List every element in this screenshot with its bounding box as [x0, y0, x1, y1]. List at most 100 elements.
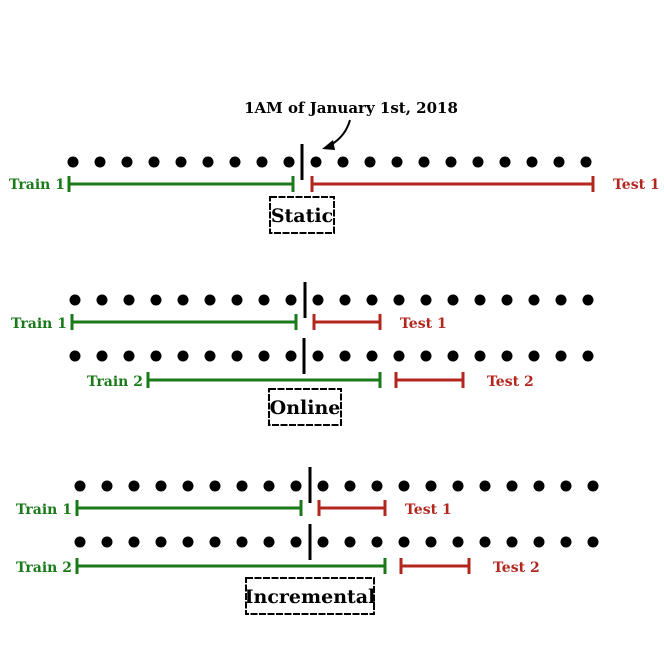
time-point	[418, 156, 430, 168]
panel-online: Train 1 Test 1 Train 2 Test 2 Onl	[11, 282, 594, 426]
time-point	[499, 156, 511, 168]
time-point	[501, 294, 513, 306]
time-point	[310, 156, 322, 168]
test-label: Test 2	[493, 560, 540, 576]
time-point	[501, 350, 513, 362]
time-point	[447, 294, 459, 306]
time-point	[263, 480, 275, 492]
time-point	[209, 536, 221, 548]
test-label: Test 1	[400, 316, 447, 332]
time-point	[123, 350, 135, 362]
train-label: Train 1	[11, 316, 67, 332]
time-point	[312, 294, 324, 306]
time-point	[474, 350, 486, 362]
time-point	[506, 480, 518, 492]
time-point	[182, 536, 194, 548]
time-point	[263, 536, 275, 548]
time-point	[175, 156, 187, 168]
time-point	[155, 480, 167, 492]
time-point	[101, 536, 113, 548]
time-point	[474, 294, 486, 306]
time-point	[317, 536, 329, 548]
time-point	[479, 536, 491, 548]
test-interval	[399, 558, 471, 574]
time-point	[526, 156, 538, 168]
time-point	[452, 480, 464, 492]
time-point	[582, 294, 594, 306]
time-point	[555, 294, 567, 306]
time-point	[204, 350, 216, 362]
dot-row	[74, 480, 599, 492]
train-label: Train 1	[16, 502, 72, 518]
time-point	[393, 294, 405, 306]
test-interval	[394, 372, 465, 388]
time-point	[128, 536, 140, 548]
time-point	[344, 536, 356, 548]
annotation-text: 1AM of January 1st, 2018	[244, 99, 458, 117]
time-point	[364, 156, 376, 168]
time-point	[74, 480, 86, 492]
time-point	[155, 536, 167, 548]
panel-title-box: Static	[269, 196, 335, 234]
time-point	[202, 156, 214, 168]
time-point	[580, 156, 592, 168]
time-point	[74, 536, 86, 548]
time-point	[182, 480, 194, 492]
time-point	[177, 350, 189, 362]
time-point	[337, 156, 349, 168]
time-point	[528, 350, 540, 362]
test-label: Test 2	[487, 374, 534, 390]
train-interval	[146, 372, 382, 388]
train-label: Train 1	[9, 177, 65, 193]
panel-incremental: Train 1 Test 1 Train 2 Test 2 Inc	[16, 467, 599, 615]
panel-title-box: Incremental	[245, 577, 376, 615]
train-interval	[75, 558, 387, 574]
time-point	[121, 156, 133, 168]
time-point	[398, 536, 410, 548]
time-point	[236, 536, 248, 548]
time-point	[128, 480, 140, 492]
test-label: Test 1	[405, 502, 452, 518]
time-point	[317, 480, 329, 492]
time-point	[506, 536, 518, 548]
time-point	[371, 536, 383, 548]
test-interval	[312, 314, 382, 330]
time-point	[69, 294, 81, 306]
time-point	[366, 294, 378, 306]
time-point	[425, 480, 437, 492]
time-point	[533, 536, 545, 548]
time-point	[204, 294, 216, 306]
annotation-arrowhead	[322, 140, 335, 150]
time-point	[312, 350, 324, 362]
time-point	[148, 156, 160, 168]
time-point	[479, 480, 491, 492]
panel-static: Train 1 Test 1 Static	[9, 144, 660, 234]
time-point	[96, 294, 108, 306]
time-point	[452, 536, 464, 548]
time-point	[339, 294, 351, 306]
time-point	[177, 294, 189, 306]
time-point	[256, 156, 268, 168]
test-label: Test 1	[613, 177, 660, 193]
time-point	[258, 294, 270, 306]
time-point	[587, 536, 599, 548]
time-point	[587, 480, 599, 492]
time-point	[553, 156, 565, 168]
time-point	[209, 480, 221, 492]
time-point	[290, 480, 302, 492]
time-point	[420, 294, 432, 306]
time-point	[101, 480, 113, 492]
train-interval	[75, 500, 303, 516]
time-point	[472, 156, 484, 168]
time-point	[150, 350, 162, 362]
dot-row	[74, 536, 599, 548]
time-point	[555, 350, 567, 362]
time-point	[560, 480, 572, 492]
panel-title: Incremental	[245, 586, 376, 608]
train-label: Train 2	[87, 374, 143, 390]
time-point	[371, 480, 383, 492]
time-point	[231, 294, 243, 306]
time-point	[398, 480, 410, 492]
time-point	[391, 156, 403, 168]
dot-row	[67, 156, 592, 168]
